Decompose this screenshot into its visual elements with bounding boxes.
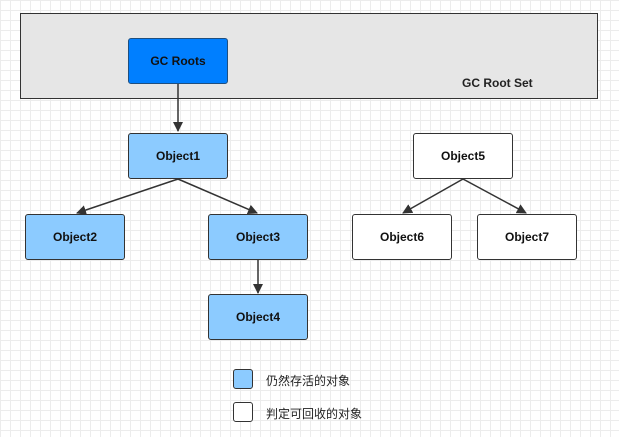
edge-object1-object3 xyxy=(177,178,258,215)
object3-node: Object3 xyxy=(208,214,308,260)
legend-dead-label: 判定可回收的对象 xyxy=(266,407,363,421)
object4-node: Object4 xyxy=(208,294,308,340)
edge-object5-object7 xyxy=(462,178,527,214)
legend-alive-swatch xyxy=(233,369,253,389)
legend-alive-label: 仍然存活的对象 xyxy=(266,374,351,388)
legend-dead-swatch xyxy=(233,402,253,422)
object2-node: Object2 xyxy=(25,214,125,260)
object1-node: Object1 xyxy=(128,133,228,179)
edge-object5-object6 xyxy=(402,178,464,214)
gc-roots-node: GC Roots xyxy=(128,38,228,84)
gc-root-set-label: GC Root Set xyxy=(462,76,533,90)
gc-root-set-container xyxy=(20,13,598,99)
object5-node: Object5 xyxy=(413,133,513,179)
object7-node: Object7 xyxy=(477,214,577,260)
object6-node: Object6 xyxy=(352,214,452,260)
edge-object1-object2 xyxy=(76,178,179,215)
